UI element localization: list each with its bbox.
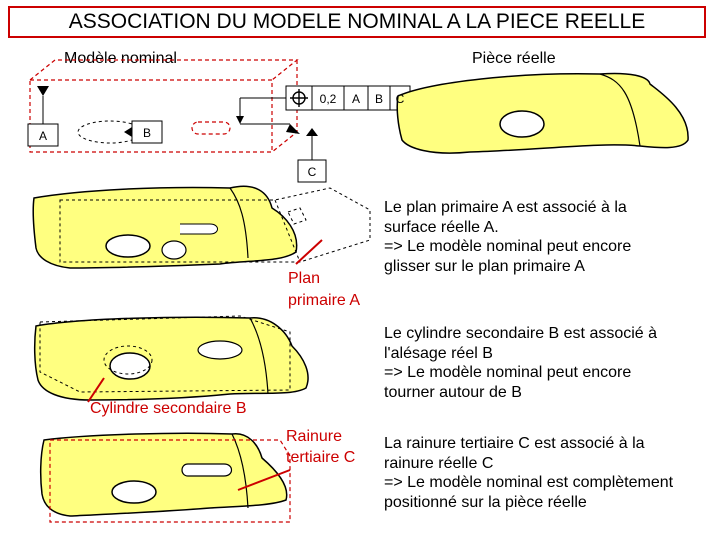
tertiary-groove-label-line1: Rainure [286, 428, 343, 445]
tertiary-groove-pointer [237, 469, 291, 491]
nominal-model-label: Modèle nominal [64, 50, 177, 67]
real-part-label: Pièce réelle [472, 50, 556, 67]
primary-plane-label-line1: Plan [288, 270, 321, 287]
step3-drawing [39, 432, 291, 523]
explanation-secondary: Le cylindre secondaire B est associé à l… [384, 324, 657, 402]
nominal-groove-outline [191, 121, 231, 135]
explanation-line: Le plan primaire A est associé à la [384, 199, 627, 216]
tolerance-value: 0,2 [320, 92, 337, 106]
explanation-line: surface réelle A. [384, 218, 499, 236]
step1-drawing [32, 185, 371, 269]
explanation-tertiary: La rainure tertiaire C est associé à la … [384, 434, 673, 512]
explanation-line: La rainure tertiaire C est associé à la [384, 435, 645, 452]
explanation-line: tourner autour de B [384, 383, 522, 401]
nominal-model-drawing [29, 59, 299, 153]
datum-b-symbol [124, 120, 163, 144]
explanation-line: => Le modèle nominal peut encore [384, 238, 632, 255]
datum-a-symbol [27, 86, 59, 147]
datum-b-label: B [143, 126, 151, 140]
tolerance-datum-a: A [352, 92, 360, 106]
datum-c-symbol [297, 128, 327, 183]
tolerance-datum-c: C [396, 92, 405, 106]
tolerance-datum-b: B [375, 92, 383, 106]
datum-c-label: C [308, 165, 317, 179]
explanation-primary: Le plan primaire A est associé à la surf… [384, 198, 631, 276]
explanation-line: => Le modèle nominal est complètement [384, 474, 674, 491]
explanation-line: positionné sur la pièce réelle [384, 493, 587, 511]
explanation-line: => Le modèle nominal peut encore [384, 364, 632, 381]
datum-a-label: A [39, 129, 47, 143]
real-part-drawing [396, 72, 689, 154]
page-title: ASSOCIATION DU MODELE NOMINAL A LA PIECE… [8, 6, 706, 38]
primary-plane-label-line2: primaire A [288, 292, 361, 309]
secondary-cylinder-pointer [87, 377, 105, 403]
step2-drawing [33, 315, 309, 403]
explanation-line: glisser sur le plan primaire A [384, 257, 585, 275]
explanation-line: l'alésage réel B [384, 344, 493, 362]
tolerance-frame [236, 85, 411, 134]
primary-plane-pointer [295, 239, 323, 265]
explanation-line: rainure réelle C [384, 454, 494, 472]
secondary-cylinder-label: Cylindre secondaire B [90, 400, 247, 417]
explanation-line: Le cylindre secondaire B est associé à [384, 325, 658, 342]
tertiary-groove-label-line2: tertiaire C [286, 449, 356, 466]
position-icon [290, 89, 308, 107]
